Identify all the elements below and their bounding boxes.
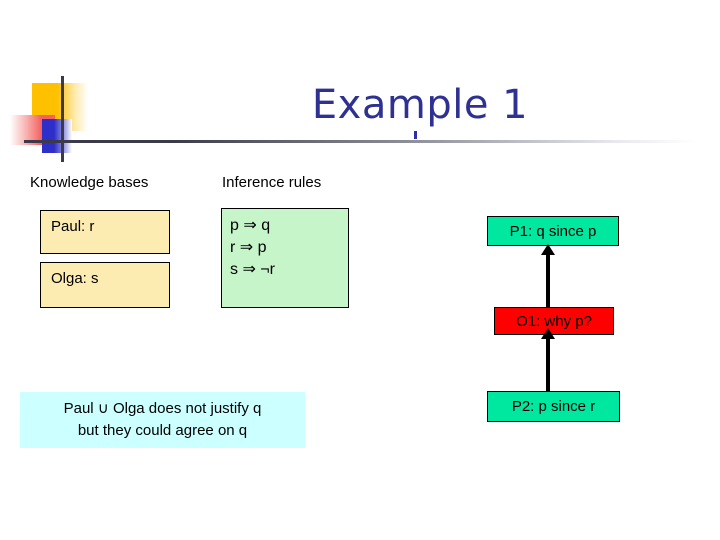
arrow-p2-to-o1-head-icon xyxy=(541,328,555,339)
inference-rules-box: p ⇒ q r ⇒ p s ⇒ ¬r xyxy=(221,208,349,308)
inference-rule-2: r ⇒ p xyxy=(230,239,267,257)
horizontal-rule-divider xyxy=(24,140,696,143)
inference-rules-header: Inference rules xyxy=(222,174,322,191)
inference-rule-3: s ⇒ ¬r xyxy=(230,261,275,279)
blue-square-icon xyxy=(42,119,72,153)
arrow-p2-to-o1-shaft xyxy=(546,337,550,392)
knowledge-base-box-paul: Paul: r xyxy=(40,210,170,254)
vertical-rule-icon xyxy=(61,76,64,162)
dialogue-node-p1: P1: q since p xyxy=(487,216,619,246)
dialogue-node-p2: P2: p since r xyxy=(487,391,620,422)
conclusion-box: Paul ∪ Olga does not justify q but they … xyxy=(20,392,305,448)
knowledge-bases-header: Knowledge bases xyxy=(30,174,149,191)
inference-rule-1: p ⇒ q xyxy=(230,217,271,234)
arrow-o1-to-p1-shaft xyxy=(546,252,550,308)
arrow-o1-to-p1-head-icon xyxy=(541,244,555,255)
conclusion-line-1: Paul ∪ Olga does not justify q xyxy=(63,400,262,418)
knowledge-base-box-olga: Olga: s xyxy=(40,262,170,308)
page-title: Example 1 xyxy=(311,82,529,128)
rule-tick-icon xyxy=(414,131,417,139)
decorative-logo xyxy=(0,62,210,162)
conclusion-line-2: but they could agree on q xyxy=(77,422,248,439)
